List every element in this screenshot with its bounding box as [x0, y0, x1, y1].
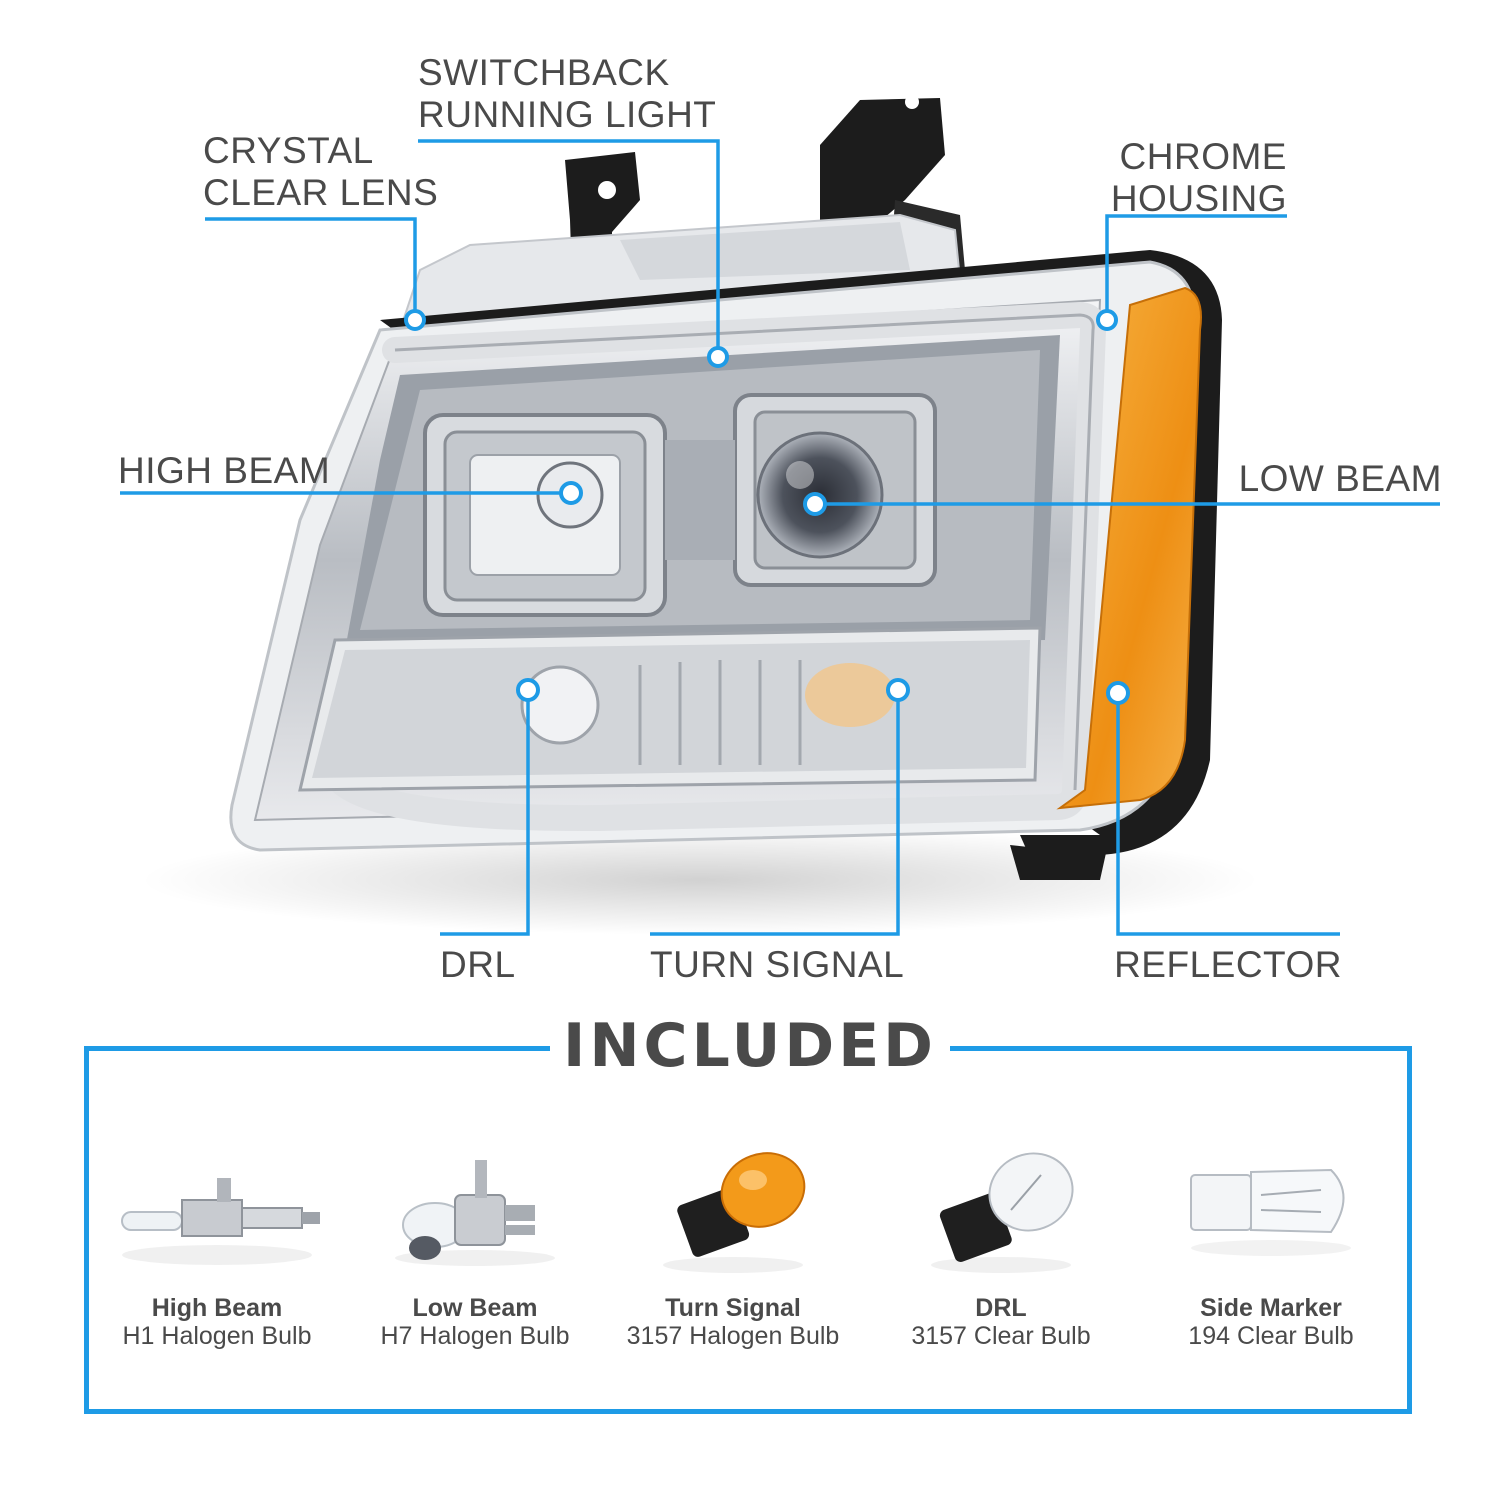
included-item-desc: 194 Clear Bulb — [1188, 1322, 1354, 1350]
callout-dots — [404, 309, 1130, 705]
included-item-desc: 3157 Halogen Bulb — [626, 1322, 840, 1350]
included-item-desc: 3157 Clear Bulb — [911, 1322, 1091, 1350]
low-beam-projector — [733, 393, 937, 587]
h7-bulb-icon — [395, 1160, 555, 1266]
high-beam-projector — [423, 413, 667, 617]
callout-drl: DRL — [440, 944, 516, 985]
callout-lines — [120, 139, 1440, 936]
included-item-turn-signal: Turn Signal 3157 Halogen Bulb — [608, 1140, 858, 1410]
3157-clear-bulb-icon — [931, 1152, 1074, 1273]
included-item-name: High Beam — [151, 1294, 283, 1322]
h1-bulb-icon — [121, 1178, 320, 1265]
amber-reflector — [1056, 286, 1202, 810]
3157-amber-bulb-icon — [663, 1152, 806, 1273]
included-item-name: DRL — [975, 1294, 1027, 1322]
callout-turn-signal: TURN SIGNAL — [650, 944, 905, 985]
callout-chrome-housing: CHROME HOUSING — [1110, 136, 1287, 219]
mount-bracket-right — [820, 98, 945, 235]
callout-reflector: REFLECTOR — [1114, 944, 1342, 985]
included-item-desc: H7 Halogen Bulb — [380, 1322, 570, 1350]
shadow — [140, 825, 1260, 935]
callout-switchback-running-light: SWITCHBACK RUNNING LIGHT — [418, 52, 717, 135]
included-item-name: Side Marker — [1200, 1294, 1342, 1322]
included-item-high-beam: High Beam H1 Halogen Bulb — [92, 1140, 342, 1410]
included-item-side-marker: Side Marker 194 Clear Bulb — [1146, 1140, 1396, 1410]
included-item-name: Low Beam — [412, 1294, 538, 1322]
included-item-drl: DRL 3157 Clear Bulb — [876, 1140, 1126, 1410]
included-item-name: Turn Signal — [665, 1294, 801, 1322]
included-item-desc: H1 Halogen Bulb — [122, 1322, 312, 1350]
callout-low-beam: LOW BEAM — [1238, 458, 1442, 499]
included-title: INCLUDED — [550, 1010, 950, 1082]
194-bulb-icon — [1190, 1168, 1351, 1256]
callout-high-beam: HIGH BEAM — [118, 450, 331, 491]
included-item-low-beam: Low Beam H7 Halogen Bulb — [350, 1140, 600, 1410]
callout-crystal-clear-lens: CRYSTAL CLEAR LENS — [203, 130, 439, 213]
